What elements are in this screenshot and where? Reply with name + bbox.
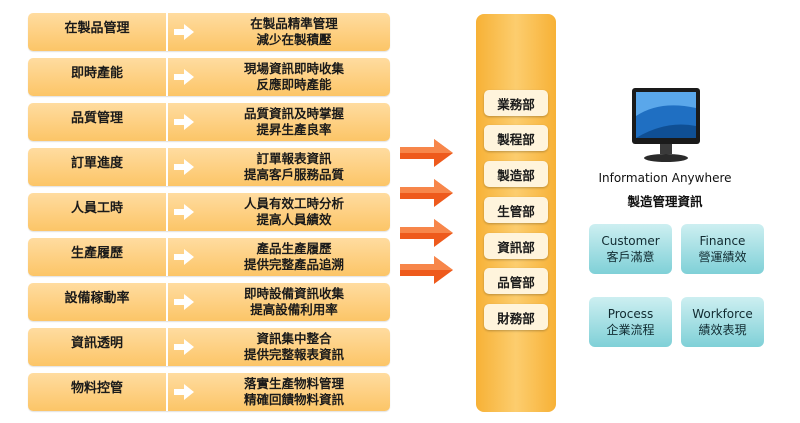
benefit-line-2: 提高設備利用率	[250, 302, 338, 317]
benefit-line-2: 提供完整報表資訊	[243, 347, 344, 362]
right-arrow-icon	[174, 249, 194, 265]
info-title-zh: 製造管理資訊	[627, 194, 703, 209]
right-arrow-icon	[174, 69, 194, 85]
tile-label-zh: 營運績效	[698, 250, 747, 264]
flow-arrow-icon	[400, 179, 453, 207]
flow-arrow-icon	[400, 139, 453, 167]
benefit-line-1: 在製品精準管理	[250, 16, 338, 31]
benefit-line-1: 訂單報表資訊	[256, 151, 332, 166]
benefit-description: 資訊集中整合 提供完整報表資訊	[198, 331, 390, 363]
process-tile: Process 企業流程	[589, 297, 672, 347]
benefit-row: 設備稼動率 即時設備資訊收集 提高設備利用率	[28, 283, 390, 321]
benefit-line-1: 即時設備資訊收集	[243, 286, 344, 301]
benefit-row: 品質管理 品質資訊及時掌握 提昇生產良率	[28, 103, 390, 141]
department-item: 製造部	[484, 161, 548, 187]
benefit-line-2: 減少在製積壓	[256, 32, 332, 47]
benefit-description: 人員有效工時分析 提高人員績效	[198, 196, 390, 228]
benefit-description: 現場資訊即時收集 反應即時產能	[198, 61, 390, 93]
department-item: 生管部	[484, 197, 548, 223]
tile-label-zh: 客戶滿意	[606, 250, 655, 264]
benefit-description: 產品生產履歷 提供完整產品追溯	[198, 241, 390, 273]
benefit-line-2: 提昇生產良率	[256, 122, 332, 137]
tile-label-zh: 企業流程	[606, 323, 655, 337]
department-item: 財務部	[484, 304, 548, 330]
info-title-en: Information Anywhere	[598, 171, 732, 185]
right-arrow-icon	[174, 204, 194, 220]
row-divider	[166, 58, 168, 96]
benefit-row: 物料控管 落實生產物料管理 精確回饋物料資訊	[28, 373, 390, 411]
benefit-title: 生產履歷	[70, 246, 123, 261]
row-divider	[166, 238, 168, 276]
right-arrow-icon	[174, 114, 194, 130]
benefit-row: 即時產能 現場資訊即時收集 反應即時產能	[28, 58, 390, 96]
benefit-description: 落實生產物料管理 精確回饋物料資訊	[198, 376, 390, 408]
benefit-row: 人員工時 人員有效工時分析 提高人員績效	[28, 193, 390, 231]
benefit-line-1: 資訊集中整合	[256, 331, 332, 346]
benefit-line-2: 反應即時產能	[256, 77, 332, 92]
department-item: 業務部	[484, 90, 548, 116]
benefit-line-1: 品質資訊及時掌握	[243, 106, 344, 121]
benefit-title: 物料控管	[70, 381, 123, 396]
benefit-list: 在製品管理 在製品精準管理 減少在製積壓 即時產能 現場資訊即時收集 反應即時產…	[28, 13, 390, 418]
row-divider	[166, 193, 168, 231]
benefit-line-2: 提高人員績效	[256, 212, 332, 227]
benefit-line-2: 提高客戶服務品質	[243, 167, 344, 182]
benefit-description: 品質資訊及時掌握 提昇生產良率	[198, 106, 390, 138]
row-divider	[166, 373, 168, 411]
benefit-description: 訂單報表資訊 提高客戶服務品質	[198, 151, 390, 183]
tile-label-en: Customer	[601, 234, 660, 248]
right-arrow-icon	[174, 294, 194, 310]
right-arrow-icon	[174, 339, 194, 355]
benefit-row: 訂單進度 訂單報表資訊 提高客戶服務品質	[28, 148, 390, 186]
right-arrow-icon	[174, 384, 194, 400]
tile-label-en: Workforce	[692, 307, 753, 321]
flow-arrow-icon	[400, 219, 453, 247]
benefit-row: 在製品管理 在製品精準管理 減少在製積壓	[28, 13, 390, 51]
row-divider	[166, 148, 168, 186]
benefit-title: 即時產能	[70, 66, 123, 81]
tile-label-en: Process	[607, 307, 654, 321]
benefit-description: 在製品精準管理 減少在製積壓	[198, 16, 390, 48]
right-arrow-icon	[174, 24, 194, 40]
row-divider	[166, 13, 168, 51]
department-item: 製程部	[484, 125, 548, 151]
finance-tile: Finance 營運績效	[681, 224, 764, 274]
benefit-line-1: 落實生產物料管理	[243, 376, 344, 391]
benefit-title: 訂單進度	[70, 156, 123, 171]
benefit-title: 設備稼動率	[64, 291, 130, 306]
benefit-title: 品質管理	[70, 111, 123, 126]
row-divider	[166, 103, 168, 141]
benefit-line-1: 人員有效工時分析	[243, 196, 344, 211]
department-item: 品管部	[484, 268, 548, 294]
benefit-title: 人員工時	[70, 201, 123, 216]
benefit-row: 資訊透明 資訊集中整合 提供完整報表資訊	[28, 328, 390, 366]
flow-arrow-icon	[400, 256, 453, 284]
benefit-title: 在製品管理	[64, 21, 130, 36]
row-divider	[166, 283, 168, 321]
benefit-title: 資訊透明	[70, 336, 123, 351]
tile-label-zh: 績效表現	[698, 323, 747, 337]
benefit-line-1: 產品生產履歷	[256, 241, 332, 256]
right-arrow-icon	[174, 159, 194, 175]
row-divider	[166, 328, 168, 366]
benefit-line-1: 現場資訊即時收集	[243, 61, 344, 76]
customer-tile: Customer 客戶滿意	[589, 224, 672, 274]
benefit-description: 即時設備資訊收集 提高設備利用率	[198, 286, 390, 318]
benefit-row: 生產履歷 產品生產履歷 提供完整產品追溯	[28, 238, 390, 276]
benefit-line-2: 精確回饋物料資訊	[243, 392, 344, 407]
benefit-line-2: 提供完整產品追溯	[243, 257, 344, 272]
workforce-tile: Workforce 績效表現	[681, 297, 764, 347]
monitor-icon	[632, 88, 700, 162]
tile-label-en: Finance	[699, 234, 746, 248]
department-item: 資訊部	[484, 233, 548, 259]
